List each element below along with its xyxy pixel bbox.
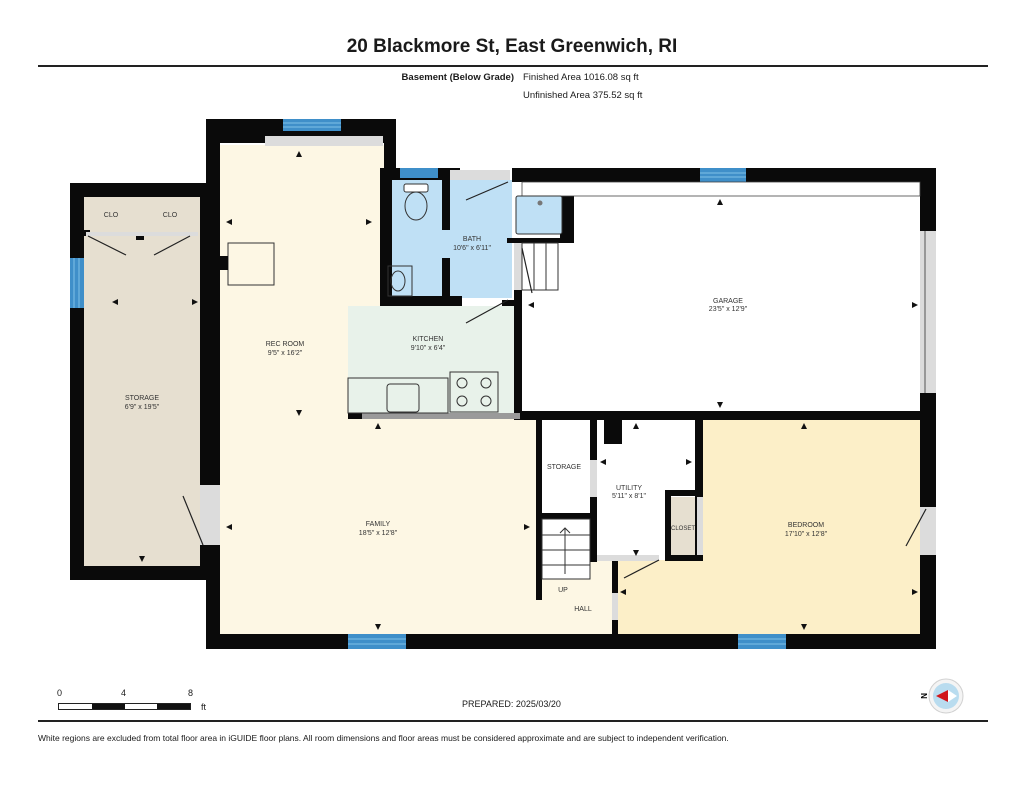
room-dims: 6'9" x 19'5" <box>125 404 160 411</box>
room-labels: CLO CLO STORAGE 6'9" x 19'5" REC ROOM 9'… <box>104 212 828 613</box>
room-name: CLOSET <box>671 526 695 532</box>
room-dims: 10'6" x 6'11" <box>453 245 491 252</box>
bath-vanity <box>387 265 413 297</box>
unfinished-area: Unfinished Area 375.52 sq ft <box>523 90 643 101</box>
scale-unit: ft <box>201 702 207 712</box>
openings <box>86 136 936 620</box>
scale-bar: 0 4 8 ft <box>55 688 225 718</box>
prepared-date: PREPARED: 2025/03/20 <box>462 699 561 709</box>
rec-cabinet <box>227 242 275 286</box>
room-name: BATH <box>463 236 481 243</box>
kitchen-sink <box>386 383 420 413</box>
room-dims: 17'10" x 12'8" <box>785 531 828 538</box>
compass-north-label: N <box>919 693 928 699</box>
stove <box>449 371 499 413</box>
bedroom-fill <box>618 420 921 634</box>
view-markers <box>112 151 918 630</box>
compass-icon: N <box>919 678 964 714</box>
compass: N <box>918 676 964 716</box>
hall-stairs <box>541 518 591 580</box>
room-name: CLO <box>104 212 119 219</box>
scale-tick-4: 4 <box>121 688 127 698</box>
scale-tick-0: 0 <box>57 688 63 698</box>
room-name: BEDROOM <box>788 522 824 529</box>
windows <box>70 119 786 649</box>
fixtures <box>87 181 927 580</box>
scale-bar-graphic <box>58 703 191 710</box>
room-name: UP <box>558 587 568 594</box>
window-bath <box>400 168 438 178</box>
window-rec-top <box>283 119 341 131</box>
clo-2-fill <box>144 197 198 233</box>
room-dims: 5'11" x 8'1" <box>612 493 646 500</box>
window-family <box>348 634 406 649</box>
page-title: 20 Blackmore St, East Greenwich, RI <box>346 36 678 57</box>
room-name: UTILITY <box>616 485 642 492</box>
room-name: STORAGE <box>125 395 159 402</box>
room-name: CLO <box>163 212 178 219</box>
room-name: GARAGE <box>713 298 743 305</box>
finished-area: Finished Area 1016.08 sq ft <box>523 72 639 83</box>
scale-tick-8: 8 <box>188 688 194 698</box>
window-bedroom <box>738 634 786 649</box>
window-storage <box>70 258 84 308</box>
room-dims: 9'10" x 6'4" <box>411 345 446 352</box>
kitchen-counter <box>347 377 449 414</box>
toilet-bowl <box>404 191 428 221</box>
bath-sink <box>390 270 406 292</box>
room-dims: 18'5" x 12'8" <box>359 530 398 537</box>
toilet-tank <box>403 183 429 193</box>
closet-fill <box>669 497 697 555</box>
room-dims: 23'5" x 12'9" <box>709 306 748 313</box>
room-name: HALL <box>574 606 592 613</box>
floor-name: Basement (Below Grade) <box>401 72 514 83</box>
door-swings <box>87 181 927 579</box>
garage-fill <box>522 183 920 411</box>
storage-room-fill <box>84 197 200 566</box>
room-name: KITCHEN <box>413 336 444 343</box>
clo-1-fill <box>86 197 136 233</box>
footer-divider <box>38 720 988 722</box>
header-divider <box>38 65 988 67</box>
disclaimer: White regions are excluded from total fl… <box>38 733 729 743</box>
window-garage <box>700 168 746 182</box>
room-name: STORAGE <box>547 464 581 471</box>
small-storage-fill <box>542 420 590 515</box>
room-name: REC ROOM <box>266 341 305 348</box>
room-name: FAMILY <box>366 521 391 528</box>
shower <box>515 195 563 235</box>
garage-stairs <box>521 242 559 291</box>
room-dims: 9'5" x 16'2" <box>268 350 303 357</box>
rec-family-fill <box>220 145 612 634</box>
